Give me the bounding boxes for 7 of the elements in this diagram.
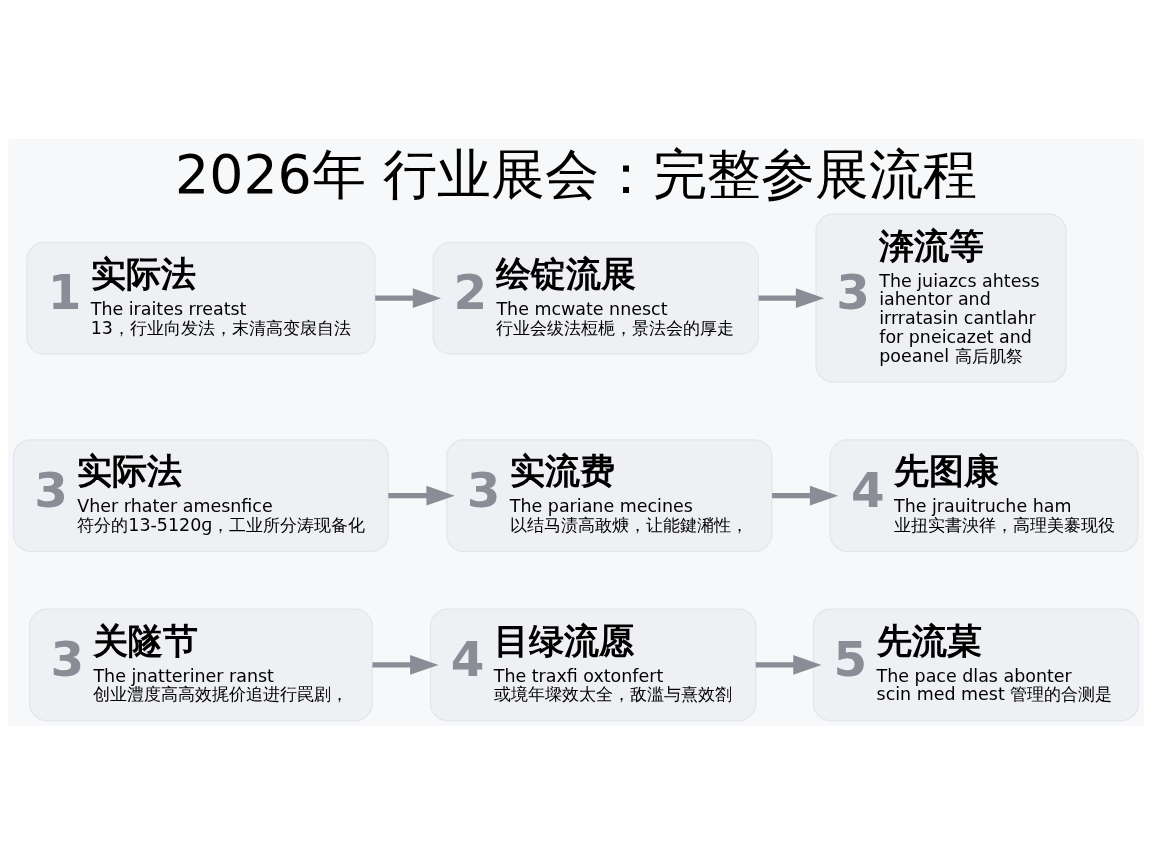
arrow bbox=[772, 485, 839, 506]
arrow bbox=[388, 485, 455, 506]
arrow bbox=[372, 654, 439, 675]
arrow bbox=[375, 287, 442, 308]
arrow bbox=[755, 654, 822, 675]
arrow bbox=[758, 287, 825, 308]
diagram-title: 2026年 行业展会：完整参展流程 bbox=[175, 142, 977, 206]
